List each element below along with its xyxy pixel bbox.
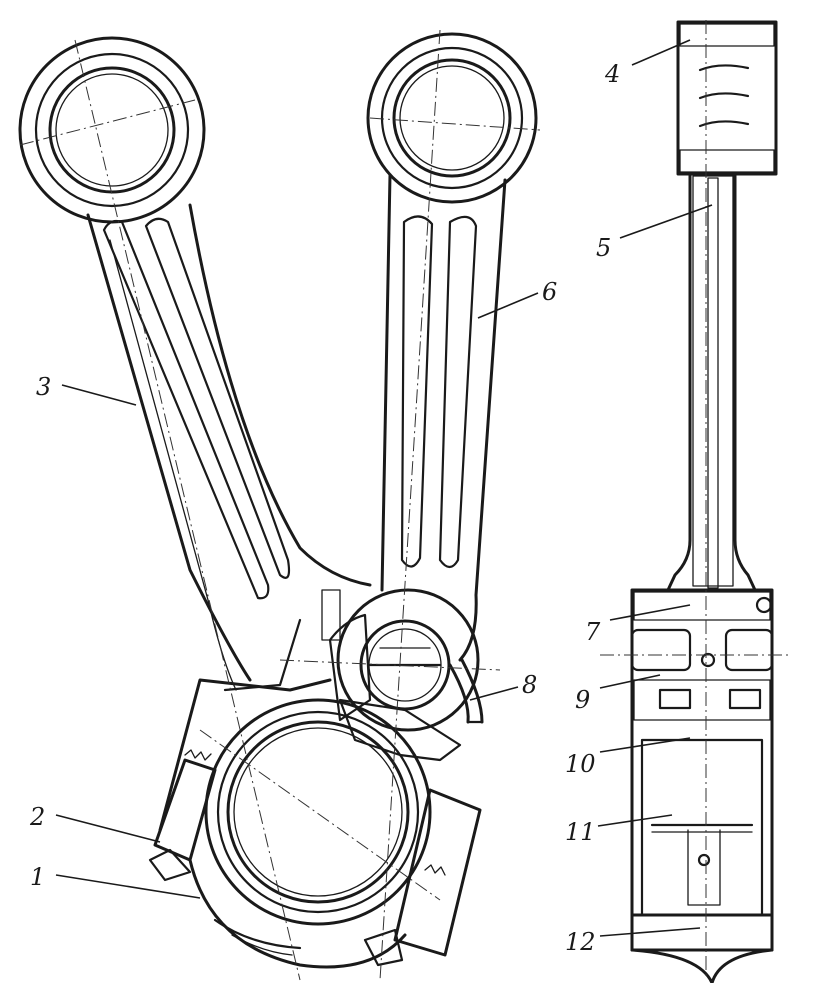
knuckle-pin-boss xyxy=(336,588,480,732)
main-rod-flute-right xyxy=(144,217,291,579)
callout-11: 11 xyxy=(565,818,596,846)
callout-1: 1 xyxy=(30,863,45,891)
section-small-end xyxy=(676,20,778,176)
big-end xyxy=(148,698,482,969)
leader-8 xyxy=(469,686,519,701)
leader-lines xyxy=(55,39,713,937)
callout-2: 2 xyxy=(29,803,45,831)
leader-5 xyxy=(619,204,713,239)
articulated-rod-flute-right xyxy=(438,215,478,569)
leader-4 xyxy=(631,39,691,66)
leader-12 xyxy=(599,927,701,937)
callout-labels: 1 2 3 4 5 6 7 8 9 10 11 12 xyxy=(29,60,620,956)
cap-bolt-right xyxy=(393,788,482,957)
leader-10 xyxy=(599,737,691,753)
cap-bolt-left xyxy=(153,758,217,862)
callout-7: 7 xyxy=(585,618,601,646)
leader-3 xyxy=(61,384,137,406)
leader-6 xyxy=(477,292,539,319)
main-rod-flute-left xyxy=(102,219,270,600)
callout-6: 6 xyxy=(542,278,557,306)
callout-8: 8 xyxy=(522,671,537,699)
callout-12: 12 xyxy=(565,928,596,956)
callout-5: 5 xyxy=(596,234,611,262)
leader-1 xyxy=(55,874,201,899)
articulated-rod-small-end-bore xyxy=(392,58,512,178)
center-lines xyxy=(19,20,790,981)
main-rod-small-end-bore xyxy=(48,66,176,194)
articulated-rod xyxy=(321,32,538,762)
articulated-rod-small-end-outer xyxy=(366,32,538,204)
section-big-end xyxy=(630,588,774,952)
rod-section-view xyxy=(630,20,778,983)
callout-3: 3 xyxy=(36,373,51,401)
leader-9 xyxy=(599,674,661,689)
big-end-outer-ring xyxy=(204,698,432,926)
big-end-cap xyxy=(188,858,407,969)
callout-10: 10 xyxy=(565,750,596,778)
leader-7 xyxy=(609,604,691,621)
leader-2 xyxy=(55,814,161,843)
big-end-bore xyxy=(226,720,410,904)
main-connecting-rod xyxy=(18,36,372,832)
section-cap xyxy=(630,913,774,983)
callout-9: 9 xyxy=(575,686,590,714)
callout-4: 4 xyxy=(604,60,620,88)
oil-passage xyxy=(707,177,719,589)
leader-11 xyxy=(597,814,673,827)
main-rod-small-end-outer xyxy=(18,36,206,224)
